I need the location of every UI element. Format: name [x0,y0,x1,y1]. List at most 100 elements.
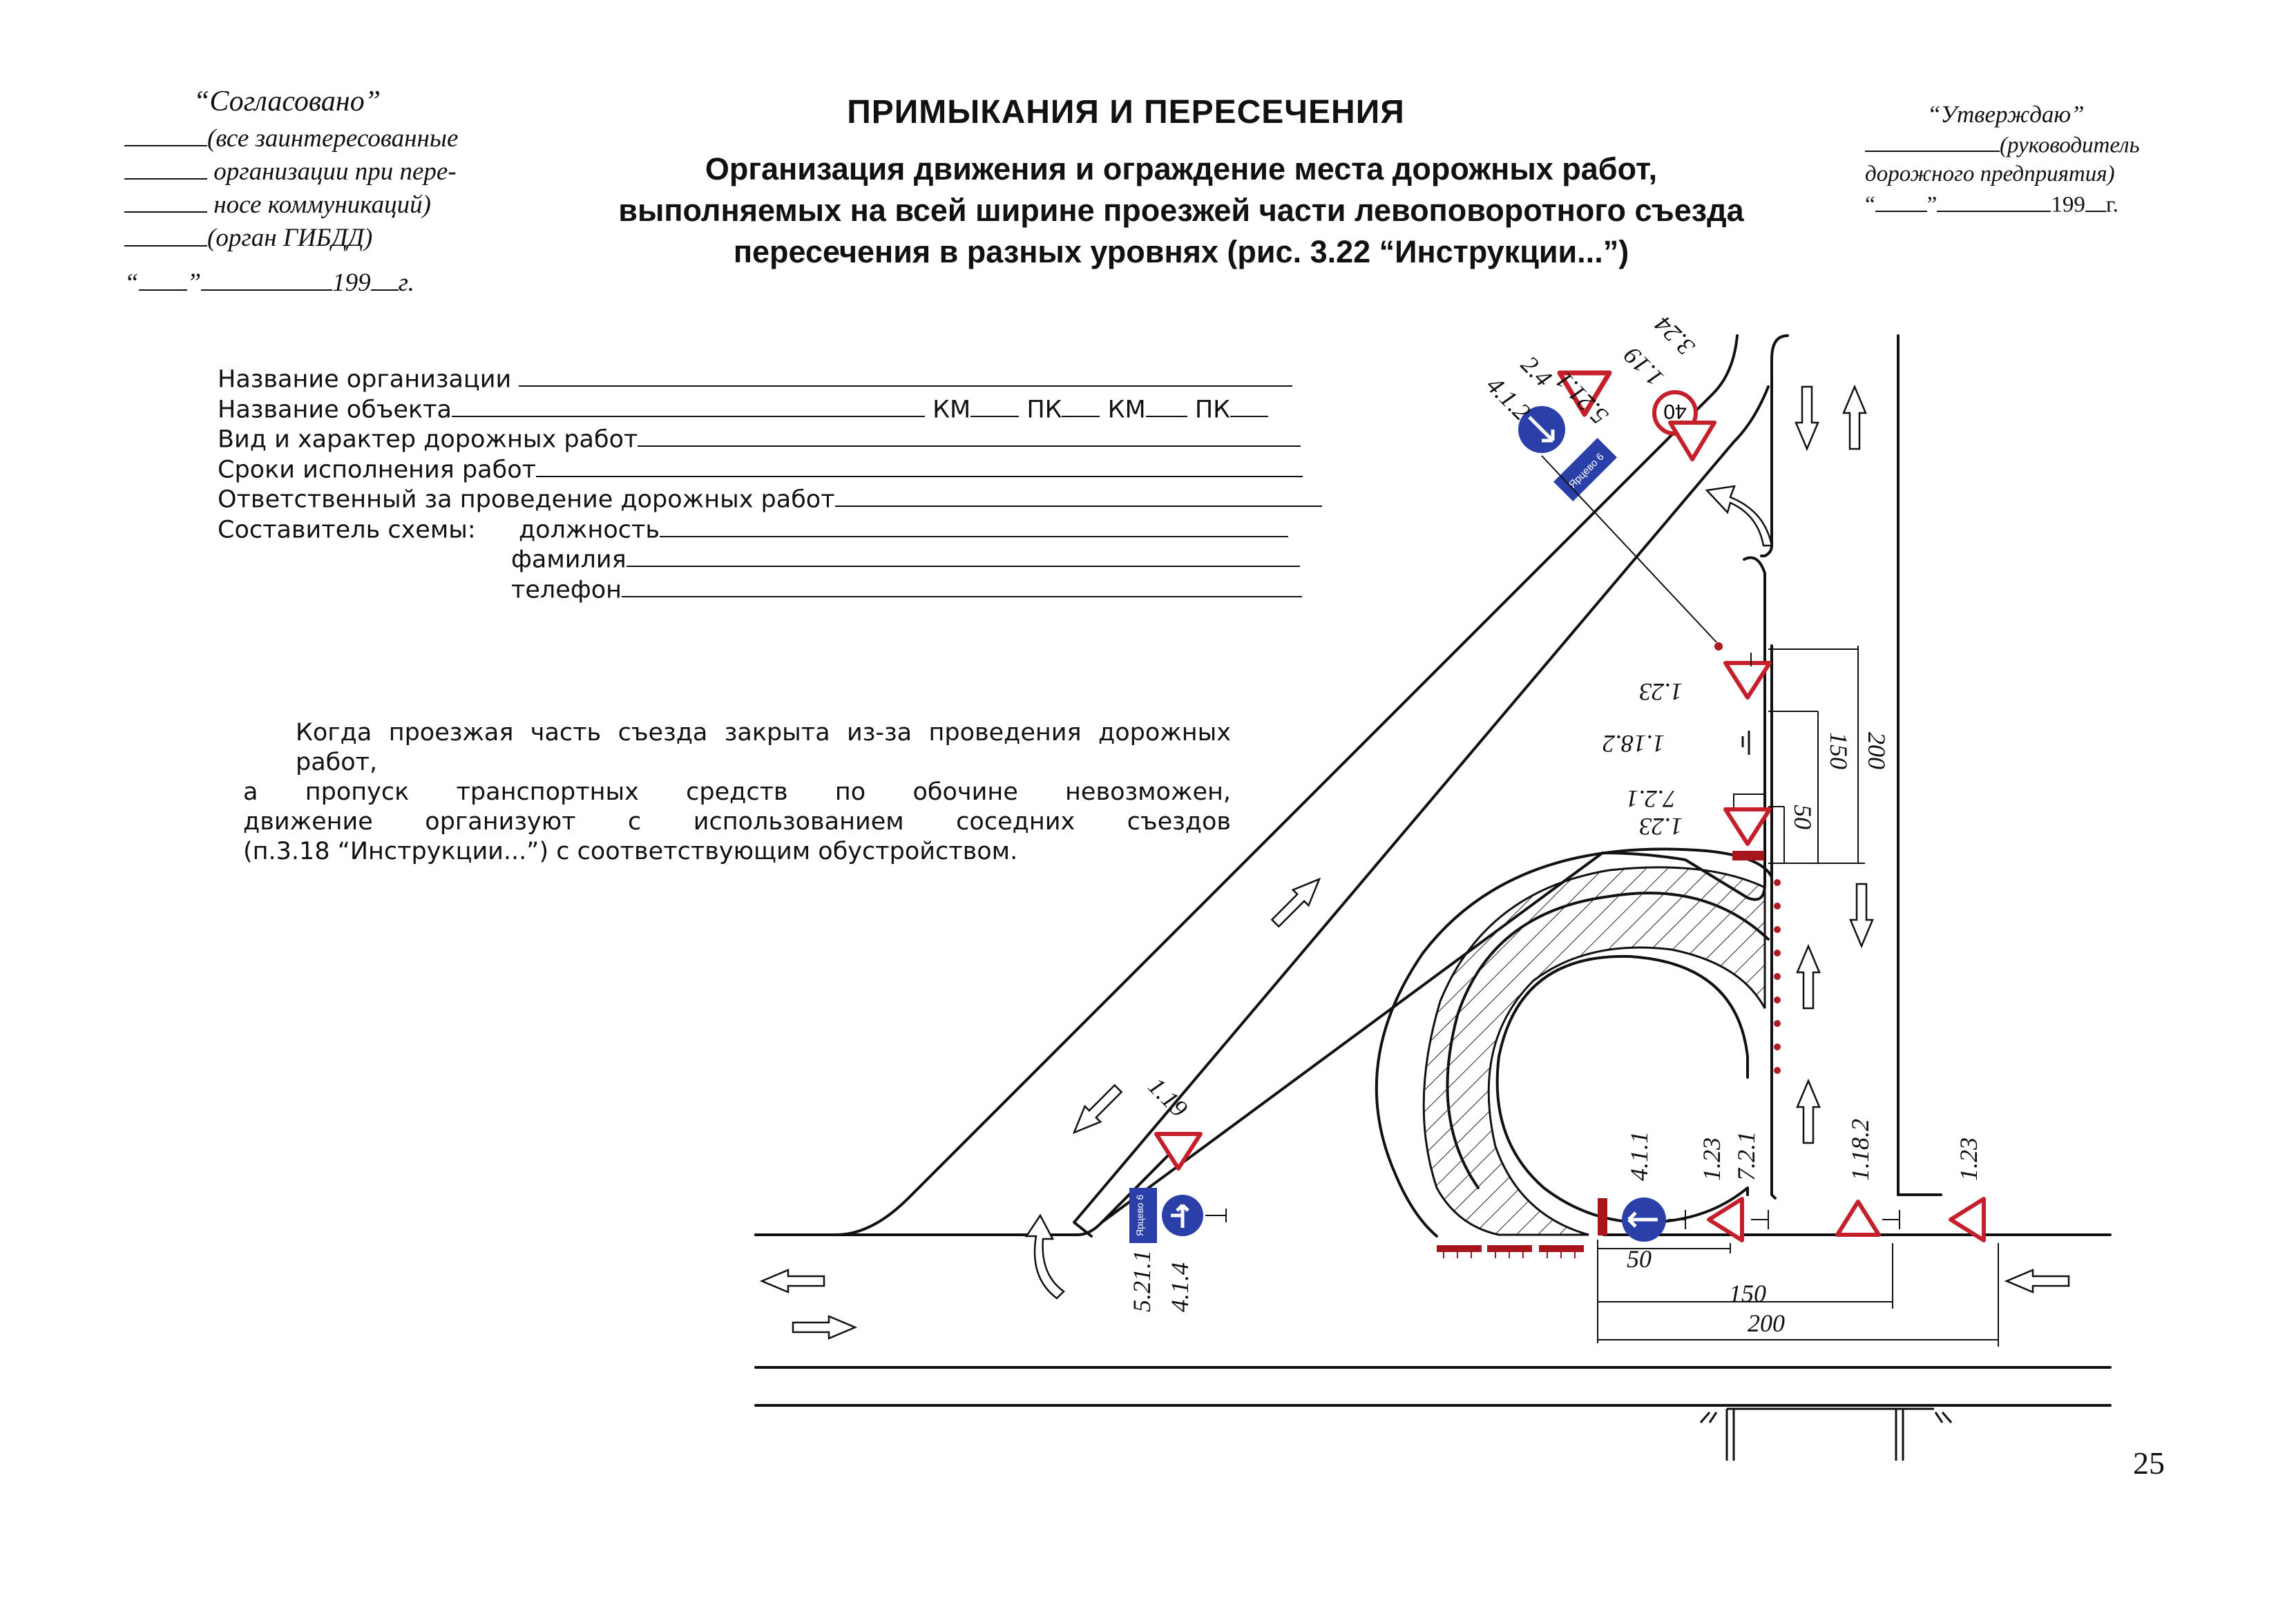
label-1-18-2-right: 1.18.2 [1603,730,1665,758]
label-1-23-right-a: 1.23 [1639,678,1683,706]
main-road-edge-top [754,1145,1178,1236]
dim-200-horizontal: 200 [1748,1309,1785,1337]
form-row-author: Составитель схемы: должность [218,513,1309,544]
form-row-phone: телефон [218,573,1309,604]
subtitle-line: пересечения в разных уровнях (рис. 3.22 … [733,234,1629,269]
deadlines-field[interactable] [536,453,1303,477]
author-label: Составитель схемы: [218,515,476,544]
object-name-field[interactable] [451,393,925,417]
label-1-23-bottom-a: 1.23 [1698,1137,1725,1181]
approval-right-line-1: (руководитель [1865,129,2252,160]
phone-field[interactable] [622,573,1303,597]
deadlines-label: Сроки исполнения работ [218,455,537,483]
page-subtitle: Организация движения и ограждение места … [580,148,1782,273]
form-row-object: Название объекта КМ ПК КМ ПК [218,393,1309,423]
sign-leader-line [1541,455,1717,643]
approval-left-block: “Согласовано” (все заинтересованные орга… [124,86,532,298]
label-4-1-4: 4.1.4 [1166,1262,1194,1312]
sign-5-21-1-lower-plate: Ярцево 6 [1129,1188,1157,1243]
org-name-label: Название организации [218,365,512,394]
label-1-18-2-bottom: 1.18.2 [1846,1119,1874,1181]
label-3-24: 3.24 [1649,311,1701,362]
dim-150-vertical: 150 [1825,732,1853,769]
curved-arrow-icon [1024,1213,1065,1300]
form-row-work-type: Вид и характер дорожных работ [218,423,1309,453]
sign-1-23-bottom-a [1707,1197,1744,1242]
approval-right-block: “Утверждаю” (руководитель дорожного пред… [1865,100,2252,220]
ramp-outer-edge [754,334,1739,1236]
note-line: а пропуск транспортных средств по обочин… [243,778,1231,806]
responsible-field[interactable] [834,483,1322,508]
dim-150-horizontal: 150 [1729,1280,1766,1307]
form-row-surname: фамилия [218,543,1309,573]
barrier-lights [1443,1252,1576,1258]
sign-1-18-2-mid [1741,731,1750,755]
note-line: движение организуют с использованием сос… [243,808,1231,836]
phone-label: телефон [511,575,622,604]
km1-field[interactable] [970,393,1020,417]
pk1-field[interactable] [1062,393,1100,417]
form-row-org: Название организации [218,363,1309,393]
page-title: ПРИМЫКАНИЯ И ПЕРЕСЕЧЕНИЯ [847,94,1405,131]
ramp-inner-edge [1073,385,1770,1238]
loop-inner [1495,954,1749,1224]
loop-exit [1770,1076,1777,1200]
label-7-2-1-right: 7.2.1 [1626,785,1676,813]
label-4-1-1: 4.1.1 [1625,1131,1653,1181]
note-line: (п.3.18 “Инструкции...”) с соответствующ… [243,838,1018,865]
bridge-marks [1699,1407,1953,1461]
km2-field[interactable] [1145,393,1187,417]
approval-left-line-1: (все заинтересованные [124,121,532,154]
label-7-2-1-bottom: 7.2.1 [1732,1131,1760,1181]
approval-left-heading: “Согласовано” [193,86,381,117]
vertical-road-left-edge [1760,334,1789,557]
approval-left-line-4: (орган ГИБДД) [124,220,532,253]
org-name-field[interactable] [519,363,1293,387]
subtitle-line: Организация движения и ограждение места … [705,151,1658,186]
dim-200-vertical: 200 [1863,732,1891,769]
label-1-19-lower: 1.19 [1142,1072,1193,1122]
pk2-field[interactable] [1230,393,1268,417]
sign-posts [1668,653,1900,1229]
cone-markers [1714,642,1781,1074]
sign-1-23-a [1723,661,1772,700]
dim-50-vertical: 50 [1789,805,1817,829]
direction-arrows [760,385,2070,1340]
scheme-form: Название организации Название объекта КМ… [218,363,1322,604]
work-type-label: Вид и характер дорожных работ [218,425,638,454]
sign-1-19-top [1668,421,1716,461]
note-paragraph: Когда проезжая часть съезда закрыта из-з… [243,718,1231,867]
sign-5-21-1-plate: Ярцево 6 [1553,438,1617,501]
dim-50-horizontal: 50 [1627,1245,1652,1273]
plate-text: Ярцево 6 [1134,1195,1145,1237]
label-1-19-top: 1.19 [1618,342,1669,392]
responsible-label: Ответственный за проведение дорожных раб… [218,485,835,514]
object-name-label: Название объекта [218,395,452,423]
sign-4-1-4-blue [1162,1195,1203,1236]
approval-left-line-3: носе коммуникаций) [124,187,532,220]
page-number: 25 [2133,1445,2165,1481]
work-type-field[interactable] [638,423,1301,448]
label-1-23-bottom-b: 1.23 [1955,1137,1982,1181]
position-label: должность [518,515,660,544]
form-row-responsible: Ответственный за проведение дорожных раб… [218,483,1322,514]
loop-outer [1375,847,1773,1238]
label-5-21-1-lower: 5.21.1 [1128,1250,1156,1312]
note-line: Когда проезжая часть съезда закрыта из-з… [296,719,1231,776]
position-field[interactable] [660,513,1289,537]
sign-4-1-2-blue [1518,406,1565,453]
approval-right-heading: “Утверждаю” [1927,101,2085,128]
sign-4-1-1-blue [1622,1197,1666,1242]
approval-right-line-2: дорожного предприятия) [1865,162,2115,187]
sign-2-4-yield [1557,370,1612,417]
sign-1-23-bottom-b [1949,1197,1986,1242]
surname-field[interactable] [626,543,1300,568]
sign-1-23-b [1723,807,1772,846]
dimension-lines [1597,646,1999,1347]
closed-work-zone-hatch [1422,866,1766,1236]
curved-arrow-icon [1705,485,1773,547]
speed-limit-value: 40 [1663,400,1686,423]
